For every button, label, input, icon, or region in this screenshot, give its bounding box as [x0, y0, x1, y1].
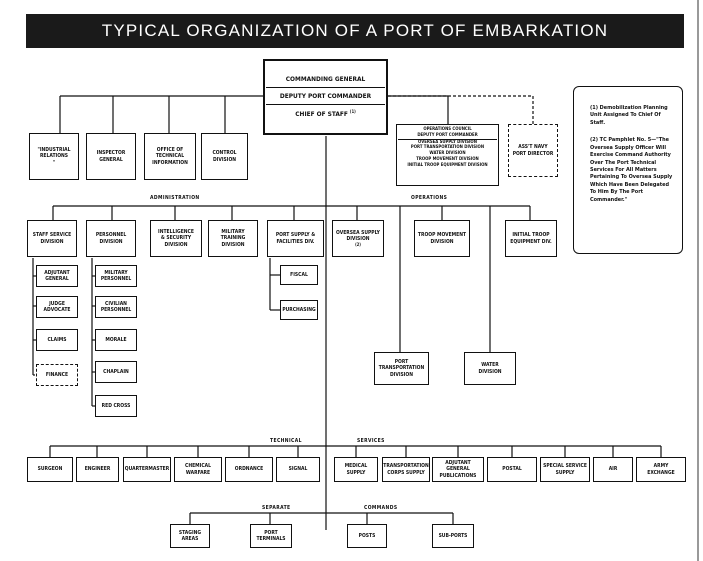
oversea-supply-division-box: OVERSEA SUPPLY DIVISION (2): [332, 220, 384, 257]
oversea-supply-footnote: (2): [355, 242, 361, 248]
technical-service-chemical-warfare: CHEMICAL WARFARE: [174, 457, 222, 482]
council-deputy-label: DEPUTY PORT COMMANDER: [398, 133, 497, 140]
council-member-label: WATER DIVISION: [429, 151, 466, 157]
technical-service-transportation-corps: TRANSPORTATION CORPS SUPPLY: [382, 457, 430, 482]
claims-box: CLAIMS: [36, 329, 78, 351]
morale-box: MORALE: [95, 329, 137, 351]
industrial-relations-box: "INDUSTRIAL RELATIONS ": [29, 133, 79, 180]
council-member-label: TROOP MOVEMENT DIVISION: [416, 156, 479, 162]
council-member-label: OVERSEA SUPPLY DIVISION: [418, 139, 477, 145]
technical-service-medical-supply: MEDICAL SUPPLY: [334, 457, 378, 482]
troop-movement-division-box: TROOP MOVEMENT DIVISION: [414, 220, 470, 257]
civilian-personnel-box: CIVILIAN PERSONNEL: [95, 296, 137, 318]
technical-service-postal: POSTAL: [487, 457, 537, 482]
operations-label: OPERATIONS: [411, 195, 448, 201]
military-personnel-box: MILITARY PERSONNEL: [95, 265, 137, 287]
port-terminals-box: PORT TERMINALS: [250, 524, 292, 548]
fiscal-box: FISCAL: [280, 265, 318, 285]
footnotes-panel: (1) Demobilization Planning Unit Assigne…: [573, 86, 683, 254]
posts-box: POSTS: [347, 524, 387, 548]
page-title: TYPICAL ORGANIZATION OF A PORT OF EMBARK…: [26, 14, 684, 48]
intelligence-division-box: INTELLIGENCE & SECURITY DIVISION: [150, 220, 202, 257]
personnel-division-box: PERSONNEL DIVISION: [86, 220, 136, 257]
technical-service-army-exchange: ARMY EXCHANGE: [636, 457, 686, 482]
purchasing-box: PURCHASING: [280, 300, 318, 320]
commands-label: COMMANDS: [364, 505, 398, 511]
judge-advocate-box: JUDGE ADVOCATE: [36, 296, 78, 318]
commanding-general-box: COMMANDING GENERAL DEPUTY PORT COMMANDER…: [263, 59, 388, 135]
technical-information-box: OFFICE OF TECHNICAL INFORMATION: [144, 133, 196, 180]
water-division-box: WATER DIVISION: [464, 352, 516, 385]
commanding-general-label: COMMANDING GENERAL: [266, 75, 385, 89]
inspector-general-box: INSPECTOR GENERAL: [86, 133, 136, 180]
adjutant-general-box: ADJUTANT GENERAL: [36, 265, 78, 287]
training-division-box: MILITARY TRAINING DIVISION: [208, 220, 258, 257]
finance-box: FINANCE: [36, 364, 78, 386]
technical-service-engineer: ENGINEER: [76, 457, 119, 482]
technical-service-signal: SIGNAL: [276, 457, 320, 482]
sub-ports-box: SUB-PORTS: [432, 524, 474, 548]
staging-areas-box: STAGING AREAS: [170, 524, 210, 548]
red-cross-box: RED CROSS: [95, 395, 137, 417]
control-division-box: CONTROL DIVISION: [201, 133, 248, 180]
technical-label: TECHNICAL: [270, 438, 302, 444]
separate-label: SEPARATE: [262, 505, 291, 511]
footnote-2: (2) TC Pamphlet No. 5—"The Oversea Suppl…: [590, 137, 673, 203]
technical-service-ordnance: ORDNANCE: [225, 457, 273, 482]
technical-service-surgeon: SURGEON: [27, 457, 73, 482]
page-edge-divider: [697, 0, 699, 561]
initial-troop-equipment-box: INITIAL TROOP EQUIPMENT DIV.: [505, 220, 557, 257]
chief-of-staff-label: CHIEF OF STAFF: [295, 110, 348, 119]
staff-service-division-box: STAFF SERVICE DIVISION: [27, 220, 77, 257]
administration-label: ADMINISTRATION: [150, 195, 200, 201]
operations-council-label: OPERATIONS COUNCIL: [423, 127, 472, 132]
services-label: SERVICES: [357, 438, 385, 444]
deputy-port-commander-label: DEPUTY PORT COMMANDER: [266, 88, 385, 106]
oversea-supply-label: OVERSEA SUPPLY DIVISION: [336, 229, 380, 242]
operations-council-box: OPERATIONS COUNCIL DEPUTY PORT COMMANDER…: [396, 124, 499, 186]
chief-of-staff-footnote: (1): [349, 109, 356, 115]
navy-port-director-box: ASS'T NAVY PORT DIRECTOR: [508, 124, 558, 177]
chaplain-box: CHAPLAIN: [95, 361, 137, 383]
technical-service-air: AIR: [593, 457, 633, 482]
technical-service-special-service: SPECIAL SERVICE SUPPLY: [540, 457, 590, 482]
council-member-label: PORT TRANSPORTATION DIVISION: [410, 145, 485, 151]
council-member-label: INITIAL TROOP EQUIPMENT DIVISION: [407, 162, 488, 168]
technical-service-quartermaster: QUARTERMASTER: [123, 457, 171, 482]
port-supply-division-box: PORT SUPPLY & FACILITIES DIV.: [267, 220, 324, 257]
port-transportation-division-box: PORT TRANSPORTATION DIVISION: [374, 352, 429, 385]
technical-service-ag-publications: ADJUTANT GENERAL PUBLICATIONS: [432, 457, 484, 482]
footnote-1: (1) Demobilization Planning Unit Assigne…: [590, 105, 668, 126]
